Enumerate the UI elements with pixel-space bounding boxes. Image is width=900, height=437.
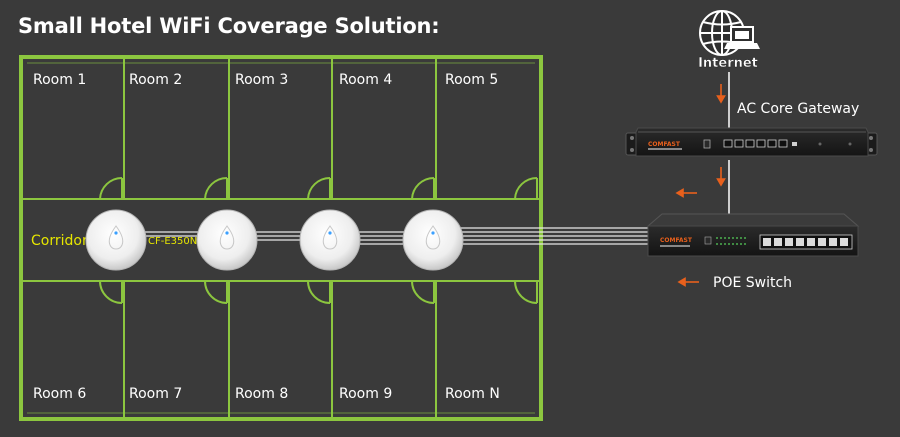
room-label: Room 5 xyxy=(445,72,498,88)
page-title: Small Hotel WiFi Coverage Solution: xyxy=(18,14,440,38)
room-label: Room 1 xyxy=(33,72,86,88)
ap-model-label: CF-E350N xyxy=(148,236,197,247)
switch-label: POE Switch xyxy=(713,275,792,291)
switch-brand-logo: COMFAST xyxy=(660,237,693,244)
access-point xyxy=(85,209,147,271)
room-label: Room 3 xyxy=(235,72,288,88)
internet-label: Internet xyxy=(698,56,758,71)
access-point xyxy=(299,209,361,271)
doors-bottom xyxy=(99,280,538,304)
corridor-label: Corridor xyxy=(31,233,88,249)
ac-gateway-device: COMFAST xyxy=(625,127,878,157)
room-label: Room N xyxy=(445,386,500,402)
arrow-icon xyxy=(675,84,726,287)
access-point xyxy=(402,209,464,271)
access-point xyxy=(196,209,258,271)
room-label: Room 8 xyxy=(235,386,288,402)
doors-top xyxy=(99,176,538,200)
room-label: Room 4 xyxy=(339,72,392,88)
room-label: Room 9 xyxy=(339,386,392,402)
room-label: Room 2 xyxy=(129,72,182,88)
gateway-label: AC Core Gateway xyxy=(737,101,859,117)
room-label: Room 7 xyxy=(129,386,182,402)
poe-switch-device: COMFAST xyxy=(646,213,860,257)
laptop-icon xyxy=(724,26,760,49)
building-outline xyxy=(19,55,543,421)
gateway-brand-logo: COMFAST xyxy=(648,141,681,148)
room-walls xyxy=(23,59,539,417)
room-label: Room 6 xyxy=(33,386,86,402)
